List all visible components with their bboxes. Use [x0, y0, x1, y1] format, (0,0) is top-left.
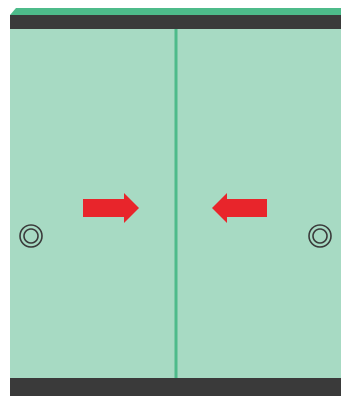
- door-seam: [175, 29, 178, 378]
- top-rail: [10, 15, 341, 29]
- top-rail-accent: [10, 8, 341, 15]
- bottom-rail: [10, 378, 341, 396]
